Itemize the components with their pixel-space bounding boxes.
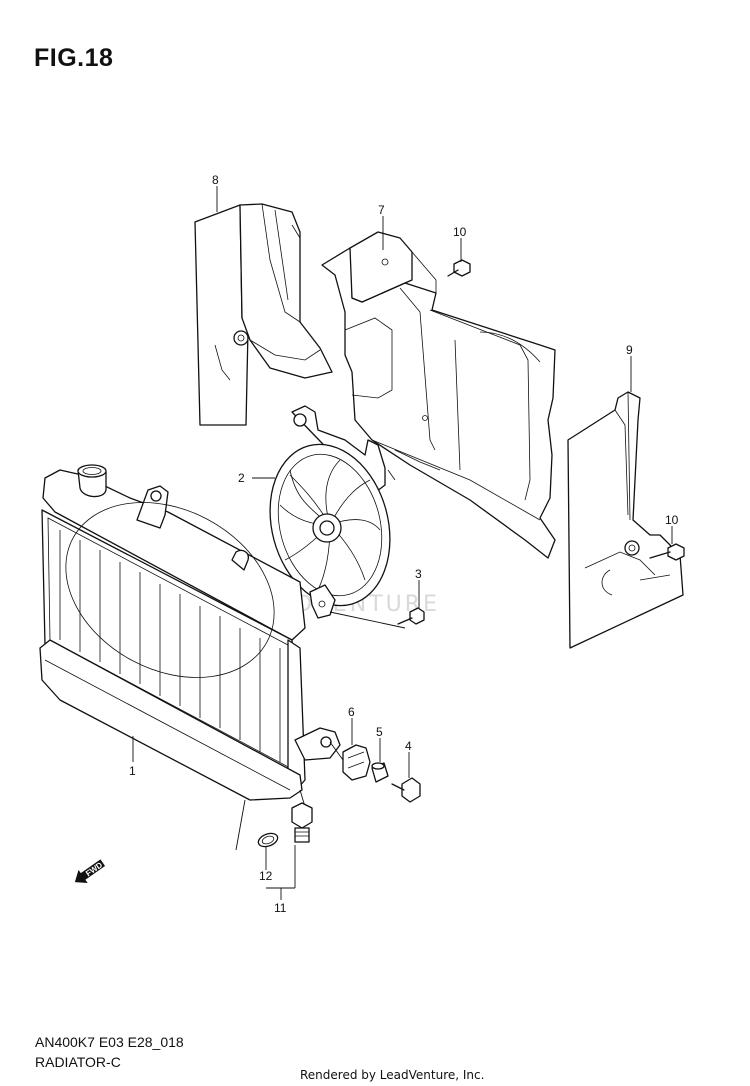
part-11-12-thermo-switch <box>257 802 313 848</box>
callout-1: 1 <box>129 764 136 778</box>
callout-6: 6 <box>348 705 355 719</box>
part-2-cooling-fan <box>269 405 396 619</box>
callout-11: 11 <box>274 901 287 915</box>
callout-2: 2 <box>238 471 245 485</box>
render-credit: Rendered by LeadVenture, Inc. <box>300 1068 485 1082</box>
part-10-bolt-upper <box>447 259 471 277</box>
callout-5: 5 <box>376 725 383 739</box>
part-1-radiator <box>39 464 341 851</box>
section-name: RADIATOR-C <box>35 1054 121 1070</box>
part-10-bolt-lower <box>649 543 685 561</box>
callout-10-lower: 10 <box>665 513 679 527</box>
part-4-bolt <box>391 777 421 803</box>
figure-title: FIG.18 <box>34 44 114 72</box>
callout-8: 8 <box>212 173 219 187</box>
callout-7: 7 <box>378 203 385 217</box>
model-code: AN400K7 E03 E28_018 <box>35 1034 184 1050</box>
callout-3: 3 <box>415 567 422 581</box>
callout-12: 12 <box>259 869 273 883</box>
callout-4: 4 <box>405 739 412 753</box>
part-7-upper-shroud <box>321 231 556 559</box>
part-9-right-shroud <box>567 391 684 649</box>
callout-leaders <box>132 186 673 900</box>
fwd-arrow-icon: FWD <box>74 859 106 883</box>
part-8-left-shroud <box>194 203 333 426</box>
part-3-screw <box>329 607 425 629</box>
callout-9: 9 <box>626 343 633 357</box>
part-6-grommet <box>329 741 371 781</box>
part-5-collar <box>371 762 389 783</box>
callout-10-upper: 10 <box>453 225 467 239</box>
